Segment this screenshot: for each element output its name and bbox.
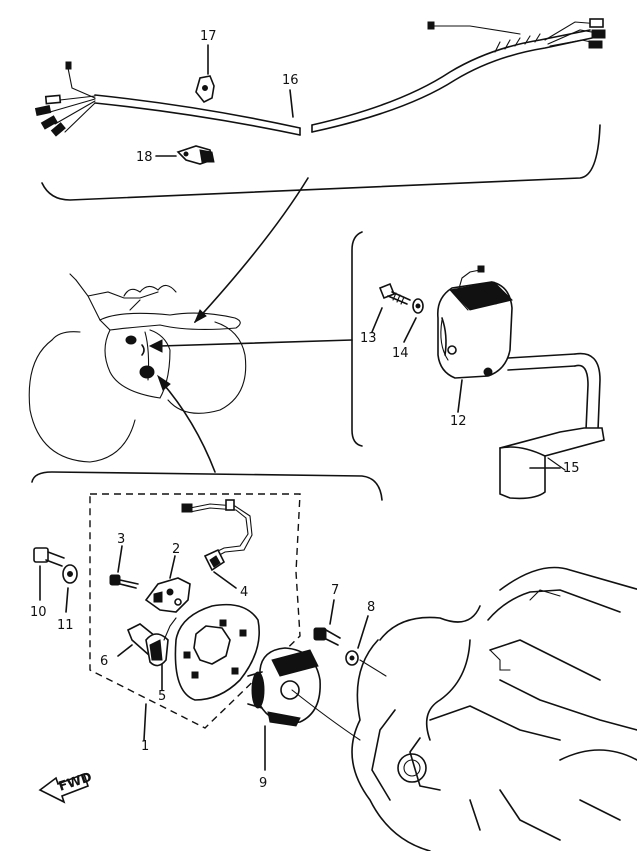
group-bracket-top xyxy=(41,124,601,201)
leader-1 xyxy=(143,703,147,741)
pickup-lead-wire xyxy=(181,499,253,572)
arrow-harness-to-bike xyxy=(194,177,309,323)
screw-3 xyxy=(109,545,139,589)
wire-harness xyxy=(34,18,606,137)
label-10: 10 xyxy=(30,605,47,620)
label-1: 1 xyxy=(141,739,149,754)
label-17: 17 xyxy=(200,29,217,44)
label-6: 6 xyxy=(100,654,108,669)
label-15: 15 xyxy=(563,461,580,476)
flywheel-rotor xyxy=(247,647,321,771)
label-4: 4 xyxy=(240,585,248,600)
label-9: 9 xyxy=(259,776,267,791)
leader-16 xyxy=(289,89,294,118)
label-18: 18 xyxy=(136,150,153,165)
arrow-magneto-to-bike xyxy=(159,379,216,473)
clamp-17 xyxy=(195,44,215,104)
clamp-18 xyxy=(155,145,215,165)
washer-11 xyxy=(62,564,78,613)
washer-14 xyxy=(403,298,424,343)
plug-cap xyxy=(499,427,605,500)
label-14: 14 xyxy=(392,346,409,361)
bolt-10 xyxy=(33,547,65,601)
leader-4 xyxy=(213,571,237,589)
label-7: 7 xyxy=(331,583,339,598)
label-12: 12 xyxy=(450,414,467,429)
label-2: 2 xyxy=(172,542,180,557)
stator-plate xyxy=(174,603,260,701)
label-16: 16 xyxy=(282,73,299,88)
label-3: 3 xyxy=(117,532,125,547)
washer-8 xyxy=(345,615,369,666)
group-bracket-coil xyxy=(351,231,363,447)
ignition-coil-group xyxy=(351,231,605,500)
ignition-coil xyxy=(436,265,601,431)
stator-subgroup-outline xyxy=(89,493,301,729)
fwd-arrow: FWD xyxy=(38,770,94,804)
label-8: 8 xyxy=(367,600,375,615)
crankcase-outline xyxy=(351,566,637,851)
motorcycle-outline xyxy=(28,273,247,463)
label-5: 5 xyxy=(158,689,166,704)
lighting-coil xyxy=(117,617,177,691)
group-bracket-magneto xyxy=(31,471,383,501)
leader-12 xyxy=(457,379,463,413)
label-13: 13 xyxy=(360,331,377,346)
bolt-13 xyxy=(371,282,411,333)
arrow-coil-to-bike xyxy=(159,339,353,347)
label-11: 11 xyxy=(57,618,74,633)
pickup-coil xyxy=(144,555,191,613)
bolt-7 xyxy=(313,599,341,646)
magneto-group xyxy=(31,471,387,771)
wire-harness-group xyxy=(34,18,606,201)
